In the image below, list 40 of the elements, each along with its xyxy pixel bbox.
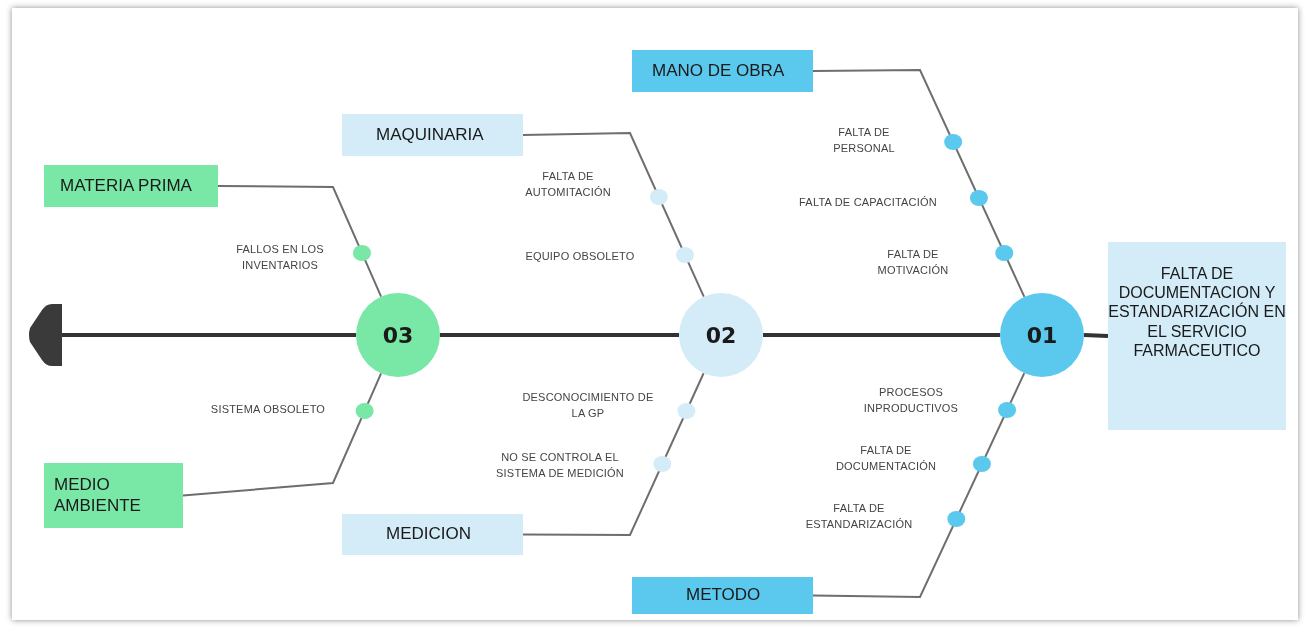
category-box <box>44 165 218 207</box>
spine-line <box>62 333 356 337</box>
cause-label: SISTEMA OBSOLETO <box>210 402 326 418</box>
fish-tail <box>28 304 62 366</box>
cause-label: EQUIPO OBSOLETO <box>525 249 635 265</box>
category-label: MANO DE OBRA <box>652 60 785 82</box>
spine-line <box>1083 333 1109 338</box>
bone-line <box>217 185 383 298</box>
cause-label: FALTA DE MOTIVACIÓN <box>876 247 950 278</box>
circle-number: 02 <box>705 322 737 348</box>
cause-label: FALLOS EN LOS INVENTARIOS <box>235 242 325 273</box>
cause-label: NO SE CONTROLA EL SISTEMA DE MEDICIÓN <box>495 450 625 481</box>
category-label: MEDICION <box>386 524 471 545</box>
category-label: MAQUINARIA <box>376 124 484 146</box>
effect-box <box>1108 242 1286 430</box>
cause-label: FALTA DE PERSONAL <box>832 125 896 156</box>
circle-number: 01 <box>1026 322 1058 348</box>
category-box <box>632 50 813 92</box>
cause-label: FALTA DE CAPACITACIÓN <box>799 195 937 211</box>
cause-label: PROCESOS INPRODUCTIVOS <box>862 385 960 416</box>
cause-label: FALTA DE ESTANDARIZACIÓN <box>804 501 914 532</box>
spine-line <box>440 333 679 337</box>
category-box <box>44 463 183 528</box>
category-label: MATERIA PRIMA <box>60 175 192 197</box>
bone-line <box>522 132 705 298</box>
bone-line <box>812 372 1026 598</box>
circle-number: 03 <box>382 322 414 348</box>
spine-line <box>763 333 1000 337</box>
category-box <box>632 577 813 614</box>
bone-line <box>182 372 383 497</box>
category-label: METODO <box>686 585 761 606</box>
cause-label: FALTA DE DOCUMENTACIÓN <box>834 443 938 474</box>
bone-line <box>812 69 1026 298</box>
effect-text: FALTA DE DOCUMENTACION Y ESTANDARIZACIÓN EN EL SERVICIO FARMACEUTICO <box>1108 264 1286 360</box>
cause-label: FALTA DE AUTOMITACIÓN <box>524 169 612 200</box>
category-box <box>342 514 523 555</box>
category-label: MEDIO AMBIENTE <box>54 475 142 516</box>
cause-label: DESCONOCIMIENTO DE LA GP <box>521 390 655 421</box>
bone-line <box>522 372 705 536</box>
category-box <box>342 114 523 156</box>
